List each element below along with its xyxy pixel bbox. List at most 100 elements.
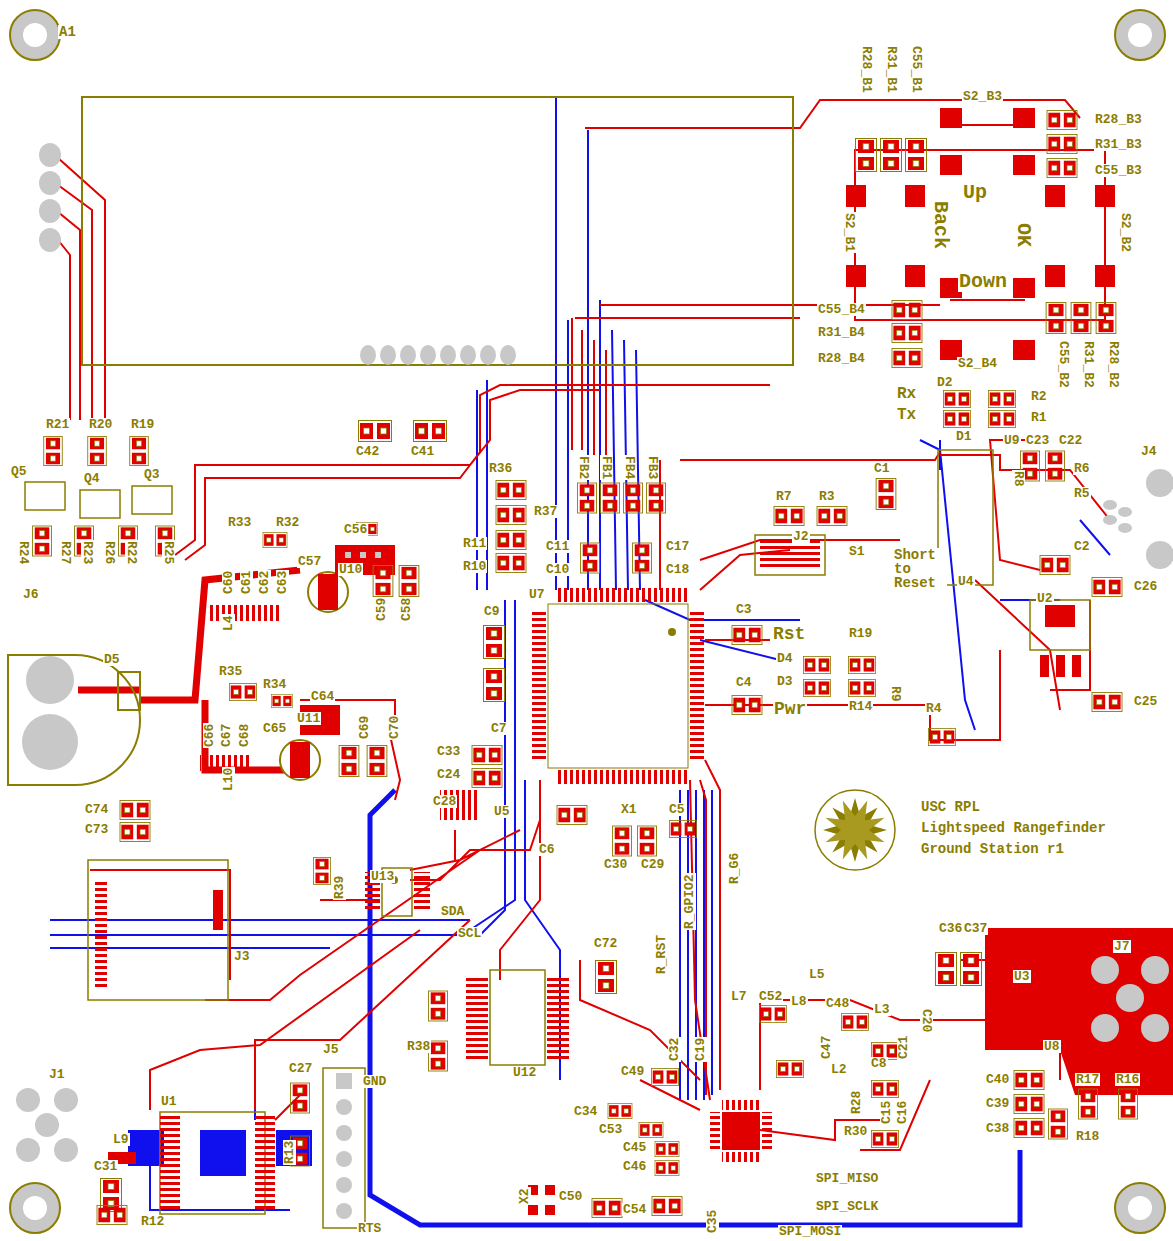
passive-footprint — [849, 656, 876, 673]
pin-pad — [54, 1088, 78, 1112]
passive-footprint — [777, 1060, 804, 1077]
ic-pins — [722, 1100, 760, 1110]
pin-pad — [336, 1151, 352, 1167]
via — [360, 552, 366, 558]
silkscreen-label: R10 — [462, 560, 487, 573]
silkscreen-label: C64 — [310, 690, 335, 703]
silkscreen-label: U4 — [957, 575, 975, 588]
silkscreen-label: C32 — [668, 1037, 681, 1062]
pin-pad — [1103, 500, 1117, 510]
passive-footprint — [97, 1205, 127, 1224]
silkscreen-label: R30 — [843, 1125, 868, 1138]
silkscreen-label: R17 — [1075, 1073, 1100, 1086]
silkscreen-label: C55_B1 — [910, 45, 923, 94]
regulator-outline — [1030, 600, 1090, 650]
transistor-outline — [25, 482, 65, 510]
ic-outline — [160, 1112, 265, 1214]
silkscreen-label: C63 — [276, 570, 289, 595]
silkscreen-label: R37 — [533, 505, 558, 518]
connector-j4 — [938, 450, 1173, 677]
silkscreen-label: L5 — [808, 968, 826, 981]
power-trace — [78, 570, 300, 770]
passive-footprint — [906, 139, 927, 172]
silkscreen-label: J7 — [1113, 940, 1131, 953]
pin-pad — [1141, 1014, 1169, 1042]
passive-footprint — [881, 139, 902, 172]
passive-footprint — [944, 390, 971, 407]
silkscreen-label: R1 — [1030, 411, 1048, 424]
passive-footprint — [817, 506, 847, 525]
passive-footprint — [1014, 1118, 1044, 1137]
passive-footprint — [842, 1013, 869, 1030]
switch-pad — [905, 265, 925, 287]
silkscreen-label: R28_B3 — [1094, 113, 1143, 126]
silkscreen-label: R34 — [262, 678, 287, 691]
switch-pad — [905, 185, 925, 207]
passive-footprint — [872, 1080, 899, 1097]
silkscreen-label: S2_B2 — [1119, 212, 1132, 253]
passive-footprint — [612, 826, 631, 856]
silkscreen-label: S2_B1 — [843, 212, 856, 253]
pin-pad — [420, 345, 436, 365]
silkscreen-label: SPI_SCLK — [815, 1200, 879, 1213]
ic-pins — [762, 1112, 772, 1150]
silkscreen-label: C33 — [436, 745, 461, 758]
silkscreen-label: R18 — [1075, 1130, 1100, 1143]
silkscreen-label: C28 — [432, 795, 457, 808]
silkscreen-label: C7 — [490, 722, 508, 735]
silkscreen-label: R_RST — [655, 934, 668, 975]
silkscreen-label: C68 — [238, 723, 251, 748]
silkscreen-label: R7 — [775, 490, 793, 503]
silkscreen-label: C61 — [240, 570, 253, 595]
silkscreen-label: U1 — [160, 1095, 178, 1108]
silkscreen-label: R4 — [925, 702, 943, 715]
pin-pad — [16, 1138, 40, 1162]
passive-footprint — [339, 745, 359, 776]
silkscreen-label: C54 — [622, 1203, 647, 1216]
pin-pad — [500, 345, 516, 365]
switch-pad — [846, 185, 866, 207]
silkscreen-label: R31_B4 — [817, 326, 866, 339]
regulator-pad — [1056, 655, 1065, 677]
passive-footprint — [600, 483, 619, 513]
pin-pad — [336, 1203, 352, 1219]
silkscreen-label: X2 — [518, 1187, 531, 1205]
silkscreen-label: C62 — [258, 570, 271, 595]
silkscreen-label: C73 — [84, 823, 109, 836]
silkscreen-label: C20 — [920, 1008, 933, 1033]
header-outline — [323, 1068, 365, 1228]
pin1-dot — [668, 628, 676, 636]
connector-pad — [213, 890, 223, 930]
crystal-pad — [528, 1205, 538, 1215]
silkscreen-label: U3 — [1013, 970, 1031, 983]
switch-pad — [1013, 155, 1035, 175]
silkscreen-label: R39 — [333, 875, 346, 900]
ics — [160, 535, 825, 1214]
silkscreen-label: C41 — [410, 445, 435, 458]
pin-pad — [480, 345, 496, 365]
silkscreen-label: SPI_MISO — [815, 1172, 879, 1185]
bottom-traces — [50, 96, 1110, 1210]
silkscreen-label: R5 — [1073, 487, 1091, 500]
silkscreen-label: R12 — [140, 1215, 165, 1228]
header-outline — [755, 535, 825, 575]
silkscreen-label: C23 — [1025, 434, 1050, 447]
silkscreen-label: C67 — [220, 723, 233, 748]
passive-footprint — [646, 483, 665, 513]
silkscreen-label: Short to Reset — [893, 548, 947, 590]
passive-footprint — [1071, 302, 1091, 333]
silkscreen-label: RTS — [357, 1222, 382, 1235]
switch-pad — [1013, 340, 1035, 360]
transistor-outline — [80, 490, 120, 518]
silkscreen-label: C26 — [1133, 580, 1158, 593]
silkscreen-label: R38 — [406, 1040, 431, 1053]
passive-footprint — [760, 1005, 787, 1022]
silkscreen-label: R26 — [103, 540, 116, 565]
silkscreen-label: C35 — [706, 1209, 719, 1234]
passive-footprint — [876, 478, 896, 509]
silkscreen-label: C6 — [538, 843, 556, 856]
pin-pad — [26, 656, 74, 704]
passive-footprint — [263, 532, 287, 547]
connector-j6 — [8, 143, 140, 785]
